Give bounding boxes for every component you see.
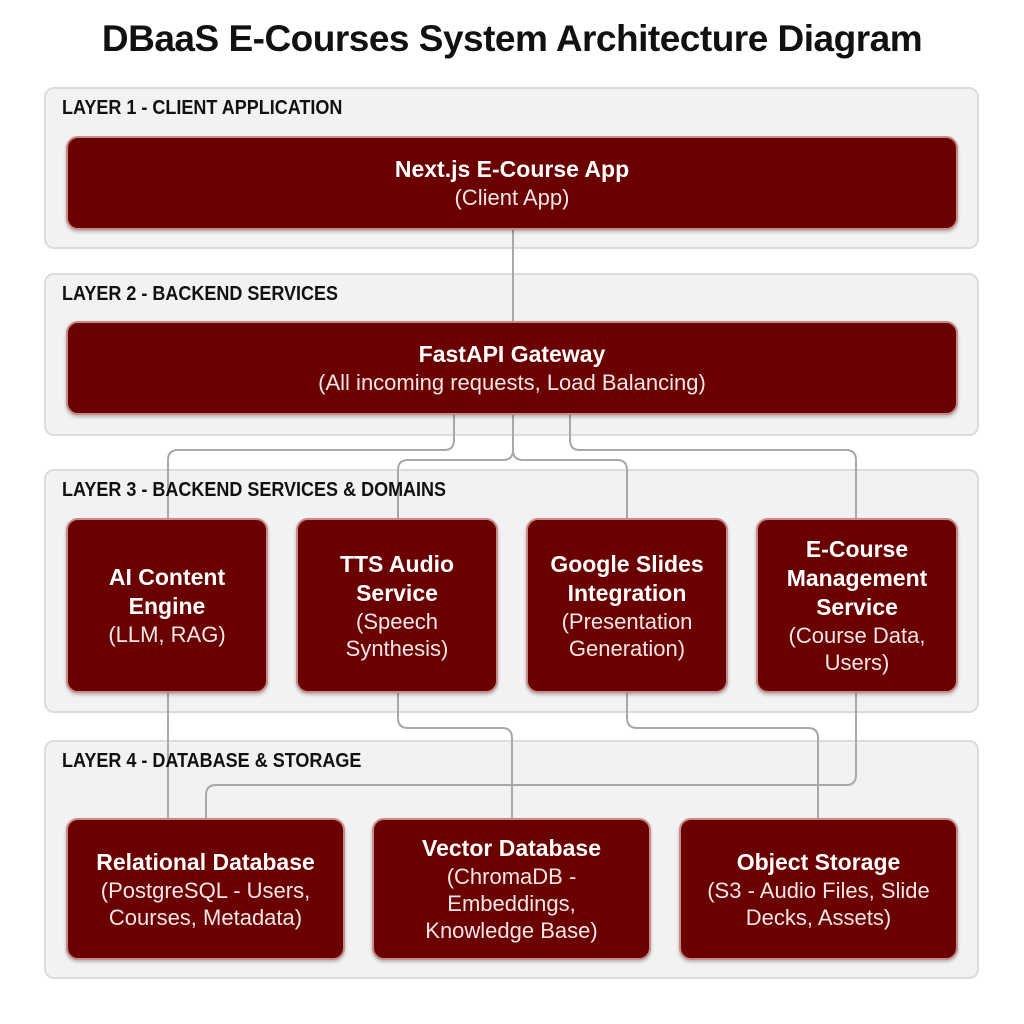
layer-3-label: LAYER 3 - BACKEND SERVICES & DOMAINS (62, 479, 447, 501)
node-object-storage[interactable]: Object Storage (S3 - Audio Files, Slide … (679, 818, 958, 960)
node-subtitle: (Presentation Generation) (561, 608, 693, 661)
node-title: Relational Database (96, 848, 315, 875)
node-tts-audio-service[interactable]: TTS Audio Service (Speech Synthesis) (296, 518, 498, 693)
connector-gateway-ai (167, 415, 455, 518)
connector-gateway-slides (512, 449, 628, 518)
layer-1-label: LAYER 1 - CLIENT APPLICATION (62, 97, 343, 119)
diagram-title: DBaaS E-Courses System Architecture Diag… (101, 18, 923, 59)
node-title: Object Storage (736, 848, 901, 875)
node-subtitle: (PostgreSQL - Users, Courses, Metadata) (100, 877, 311, 930)
node-title: Next.js E-Course App (394, 156, 630, 182)
node-subtitle: (LLM, RAG) (108, 622, 226, 647)
node-fastapi-gateway[interactable]: FastAPI Gateway (All incoming requests, … (66, 321, 958, 415)
connector-mgmt-relational (205, 693, 857, 818)
node-subtitle: (Course Data, Users) (788, 623, 926, 675)
node-title: AI Content Engine (108, 564, 226, 619)
node-subtitle: (Speech Synthesis) (345, 608, 449, 661)
connector-slides-object (626, 693, 819, 818)
node-google-slides-integration[interactable]: Google Slides Integration (Presentation … (526, 518, 728, 693)
node-title: Vector Database (422, 835, 601, 861)
connector-tts-vector (397, 693, 513, 818)
node-nextjs-app[interactable]: Next.js E-Course App (Client App) (66, 136, 958, 230)
node-title: E-Course Management Service (786, 536, 928, 620)
node-title: TTS Audio Service (339, 550, 455, 606)
layer-4-label: LAYER 4 - DATABASE & STORAGE (62, 750, 362, 772)
connector-gateway-tts (397, 415, 514, 518)
node-subtitle: (ChromaDB - Embeddings, Knowledge Base) (425, 864, 598, 943)
node-title: FastAPI Gateway (418, 341, 606, 367)
node-subtitle: (All incoming requests, Load Balancing) (318, 370, 706, 395)
node-ecourse-management-service[interactable]: E-Course Management Service (Course Data… (756, 518, 958, 693)
node-title: Google Slides Integration (550, 550, 704, 606)
connector-gateway-mgmt (569, 415, 857, 518)
node-relational-database[interactable]: Relational Database (PostgreSQL - Users,… (66, 818, 345, 960)
node-subtitle: (Client App) (454, 185, 570, 210)
node-subtitle: (S3 - Audio Files, Slide Decks, Assets) (707, 877, 930, 930)
layer-2-label: LAYER 2 - BACKEND SERVICES (62, 283, 339, 305)
node-ai-content-engine[interactable]: AI Content Engine (LLM, RAG) (66, 518, 268, 693)
node-vector-database[interactable]: Vector Database (ChromaDB - Embeddings, … (372, 818, 651, 960)
